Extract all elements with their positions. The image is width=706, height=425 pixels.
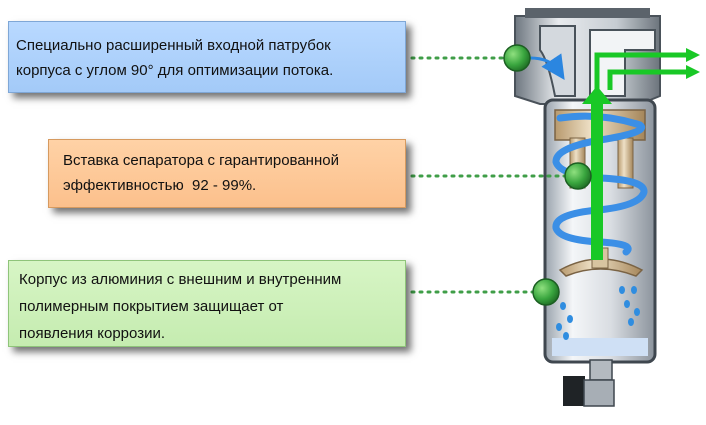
callout-housing-line-1: Корпус из алюминия с внешним и внутренни… bbox=[19, 271, 342, 288]
marker-inlet bbox=[503, 44, 531, 72]
callout-housing-line-2: полимерным покрытием защищает от bbox=[19, 298, 284, 315]
filter-housing bbox=[514, 8, 661, 407]
callout-separator-line-1: Вставка сепаратора с гарантированной bbox=[63, 152, 339, 169]
callout-housing-line-3: появления коррозии. bbox=[19, 325, 165, 342]
water-drop-icon bbox=[556, 286, 640, 340]
marker-housing bbox=[532, 278, 560, 306]
callout-inlet-line-2: корпуса с углом 90° для оптимизации пото… bbox=[16, 62, 334, 79]
leader-lines bbox=[410, 56, 570, 294]
callout-separator-line-2: эффективностью 92 - 99%. bbox=[63, 177, 257, 194]
spiral-flow-icon bbox=[552, 112, 648, 256]
callout-inlet: Специально расширенный входной патрубок … bbox=[8, 21, 406, 93]
callout-inlet-line-1: Специально расширенный входной патрубок bbox=[16, 37, 331, 54]
callout-separator: Вставка сепаратора с гарантированной эфф… bbox=[48, 139, 406, 208]
callout-housing: Корпус из алюминия с внешним и внутренни… bbox=[8, 260, 406, 347]
marker-separator bbox=[564, 162, 592, 190]
inlet-arrow-icon bbox=[529, 53, 565, 80]
outlet-arrow-icon bbox=[582, 48, 700, 260]
